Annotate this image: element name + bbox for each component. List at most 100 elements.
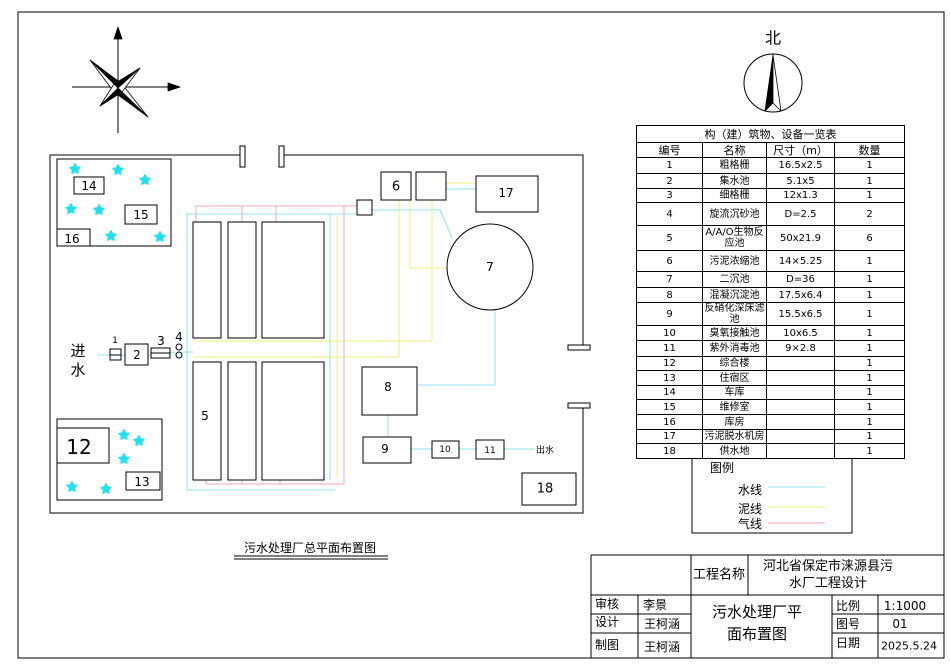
- label-14: 14: [81, 179, 96, 193]
- project-name-label: 工程名称: [693, 567, 745, 583]
- cell-size: D=2.5: [766, 202, 835, 226]
- label-16: 16: [64, 232, 79, 246]
- rose-arm-sw-light: [99, 83, 119, 107]
- sludge-thickener: [380, 171, 412, 201]
- cell-qty: 1: [834, 325, 905, 341]
- cell-qty: 2: [834, 202, 905, 226]
- cell-id: 7: [636, 271, 703, 288]
- label-4: 4: [175, 330, 183, 344]
- scale-value: 1:1000: [884, 599, 926, 613]
- cell-size: [766, 443, 835, 459]
- cell-size: 15.5x6.5: [766, 302, 835, 326]
- table-header-row: 编号 名称 尺寸（m） 数量: [636, 142, 905, 158]
- cell-id: 1: [636, 157, 703, 174]
- cell-id: 17: [636, 429, 703, 444]
- water-pipe: [186, 213, 357, 490]
- ozone-contact-tank: [431, 440, 460, 459]
- tree-icon: [154, 231, 166, 242]
- cell-id: 2: [636, 173, 703, 189]
- drawing-name-value: 污水处理厂平面布置图: [711, 603, 802, 643]
- cell-name: 集水池: [702, 173, 767, 189]
- north-pointer-light: [772, 54, 782, 112]
- label-15: 15: [133, 208, 148, 222]
- label-1: 1: [112, 336, 118, 346]
- grit-chamber: [175, 351, 183, 359]
- header-qty: 数量: [834, 142, 905, 158]
- legend-label-gas: 气线: [738, 516, 762, 531]
- cell-name: 臭氧接触池: [702, 325, 767, 341]
- sheet-no-label: 图号: [836, 617, 860, 631]
- tree-icon: [112, 164, 124, 175]
- aao-tank: [261, 221, 325, 339]
- cell-qty: 1: [834, 414, 905, 430]
- sludge-dewatering-house: [475, 175, 539, 213]
- cell-name: 综合楼: [702, 356, 767, 371]
- cell-name: 反硝化深床滤池: [702, 302, 767, 326]
- cell-size: 9×2.8: [766, 340, 835, 357]
- header-name: 名称: [702, 142, 767, 158]
- label-10: 10: [439, 445, 451, 455]
- water-pipes: [97, 188, 535, 491]
- legend-label-water: 水线: [738, 483, 762, 497]
- cell-qty: 1: [834, 385, 905, 400]
- sheet-no-value: 01: [892, 617, 907, 631]
- cell-size: 10x6.5: [766, 325, 835, 341]
- date-label: 日期: [836, 636, 860, 650]
- cell-id: 15: [636, 399, 703, 415]
- tree-icon: [139, 174, 151, 185]
- designer-label: 设计: [595, 615, 619, 629]
- cell-name: 污泥浓缩池: [702, 250, 767, 272]
- title-block: 工程名称 审核 李景 设计 王柯涵 制图 王柯涵 比例 1:1000 图号 01…: [590, 554, 944, 658]
- label-2: 2: [133, 348, 141, 362]
- tree-icon: [66, 481, 78, 492]
- cell-name: 旋流沉砂池: [702, 202, 767, 226]
- cell-name: 混凝沉淀池: [702, 287, 767, 303]
- north-gate-post-right: [278, 145, 285, 168]
- mud-pipe: [409, 200, 447, 269]
- distribution-well: [356, 199, 373, 216]
- cell-name: 二沉池: [702, 271, 767, 288]
- cell-id: 5: [636, 225, 703, 251]
- reviewer-label: 审核: [595, 596, 619, 611]
- drawing-title: 污水处理厂总平面布置图: [244, 541, 376, 555]
- outlet-label: 出水: [536, 444, 554, 456]
- cell-qty: 1: [834, 340, 905, 357]
- label-9: 9: [381, 442, 389, 456]
- label-6: 6: [392, 180, 400, 195]
- cell-name: 紫外消毒池: [702, 340, 767, 357]
- tree-icon: [65, 203, 77, 214]
- cell-qty: 1: [834, 370, 905, 386]
- north-gate-post-left: [239, 145, 246, 168]
- cell-qty: 1: [834, 302, 905, 326]
- collection-tank: [124, 343, 149, 366]
- table-title-row: 构（建）筑物、设备一览表: [636, 125, 905, 143]
- header-id: 编号: [636, 142, 703, 158]
- east-gate-post-top: [567, 344, 591, 351]
- cell-size: 50x21.9: [766, 225, 835, 251]
- aao-tank: [192, 221, 222, 339]
- date-value: 2025.5.24: [881, 640, 937, 653]
- tree-icon: [118, 429, 130, 440]
- cell-id: 9: [636, 302, 703, 326]
- cell-qty: 6: [834, 225, 905, 251]
- cell-id: 16: [636, 414, 703, 430]
- cell-qty: 1: [834, 356, 905, 371]
- water-pipe: [372, 209, 453, 239]
- label-11: 11: [484, 446, 495, 456]
- cell-name: 粗格栅: [702, 157, 767, 174]
- cell-name: 库房: [702, 414, 767, 430]
- legend-title: 图例: [710, 461, 734, 475]
- drafter-label: 制图: [595, 638, 619, 652]
- cell-name: 供水地: [702, 443, 767, 459]
- cell-name: 住宿区: [702, 370, 767, 386]
- cell-size: [766, 414, 835, 430]
- legend-label-mud: 泥线: [738, 502, 762, 516]
